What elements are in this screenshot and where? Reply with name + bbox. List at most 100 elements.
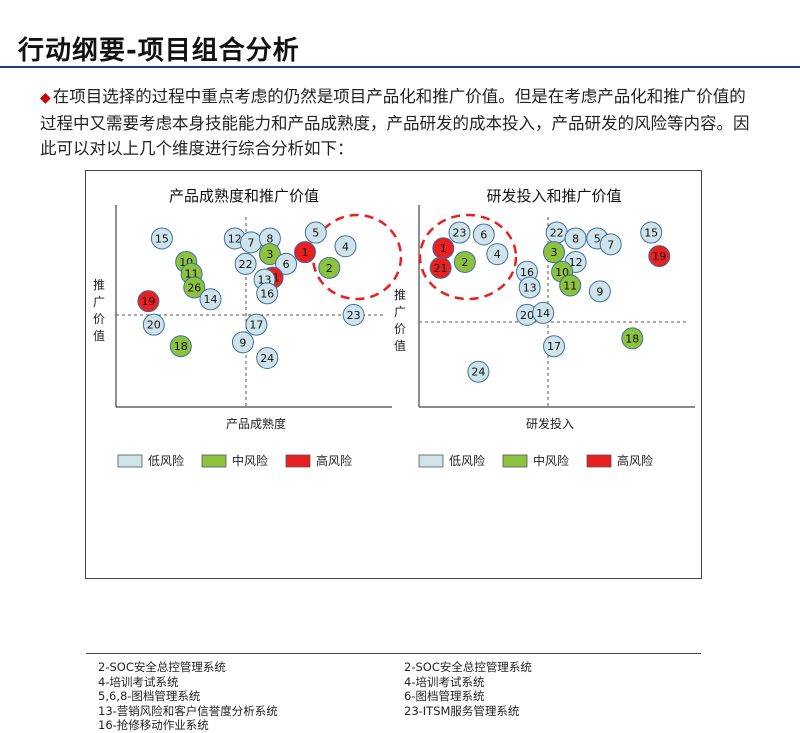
- intro-paragraph: ◆在项目选择的过程中重点考虑的仍然是项目产品化和推广价值。但是在考虑产品化和推广…: [40, 84, 762, 161]
- project-label-0-12: 12: [228, 232, 242, 245]
- project-label-1-24: 24: [471, 366, 485, 379]
- x-axis-label-0: 产品成熟度: [226, 416, 286, 431]
- project-point-1-14: [532, 301, 555, 324]
- project-label-0-9: 9: [239, 336, 246, 349]
- project-label-1-18: 18: [625, 332, 639, 345]
- project-point-0-18: [169, 335, 192, 358]
- diamond-bullet-icon: ◆: [40, 90, 51, 106]
- intro-text: 在项目选择的过程中重点考虑的仍然是项目产品化和推广价值。但是在考虑产品化和推广价…: [40, 87, 750, 158]
- project-point-1-23: [448, 221, 471, 244]
- project-label-0-5: 5: [312, 227, 319, 240]
- project-label-0-24: 24: [260, 352, 274, 365]
- project-label-0-15: 15: [155, 232, 169, 245]
- note-item: 2-SOC安全总控管理系统: [98, 660, 226, 674]
- legend-label-1-mid: 中风险: [533, 453, 569, 468]
- project-point-0-3: [258, 243, 281, 266]
- project-label-1-3: 3: [551, 246, 558, 259]
- legend-swatch-0-low: [117, 454, 143, 468]
- project-label-0-22: 22: [239, 258, 253, 271]
- project-label-1-6: 6: [480, 229, 487, 242]
- project-label-1-23: 23: [453, 227, 467, 240]
- project-point-1-6: [472, 223, 495, 246]
- y-axis-label-1: 推广价值: [394, 288, 406, 353]
- legend-label-0-high: 高风险: [316, 453, 352, 468]
- panel-title-0: 产品成熟度和推广价值: [169, 187, 319, 205]
- legend-label-1-low: 低风险: [449, 453, 485, 468]
- project-label-1-7: 7: [607, 238, 614, 251]
- project-label-1-16: 16: [520, 266, 534, 279]
- project-point-1-21: [429, 256, 452, 279]
- legend-swatch-1-high: [586, 454, 612, 468]
- panel-title-1: 研发投入和推广价值: [486, 187, 621, 205]
- project-label-1-15: 15: [644, 227, 658, 240]
- title-rule: [0, 66, 800, 68]
- project-point-1-8: [564, 227, 587, 250]
- note-item: 5,6,8-图档管理系统: [98, 689, 201, 703]
- project-label-1-1: 1: [440, 242, 447, 255]
- project-label-0-16: 16: [260, 287, 274, 300]
- legend-swatch-1-mid: [502, 454, 528, 468]
- project-point-0-9: [231, 331, 254, 354]
- project-label-1-22: 22: [550, 227, 564, 240]
- project-point-0-6: [275, 252, 298, 275]
- note-item: 4-培训考试系统: [98, 674, 179, 689]
- project-label-1-8: 8: [572, 232, 579, 245]
- y-axis-label-0: 推广价值: [93, 278, 105, 343]
- project-point-1-18: [621, 327, 644, 350]
- project-label-0-1: 1: [302, 246, 309, 259]
- project-label-1-13: 13: [523, 281, 537, 294]
- project-label-1-2: 2: [461, 256, 468, 269]
- project-point-1-9: [588, 280, 611, 303]
- project-label-0-19: 19: [141, 295, 155, 308]
- project-label-0-14: 14: [204, 293, 218, 306]
- project-point-0-16: [256, 282, 279, 305]
- project-point-0-1: [294, 241, 316, 264]
- highlight-circle-0: [311, 213, 403, 301]
- project-point-1-11: [559, 274, 582, 297]
- project-label-1-5: 5: [594, 232, 601, 245]
- project-label-0-6: 6: [283, 258, 290, 271]
- project-point-0-17: [245, 313, 268, 336]
- project-point-0-5: [304, 221, 327, 244]
- project-point-0-24: [256, 347, 279, 369]
- page-title: 行动纲要-项目组合分析: [18, 36, 300, 66]
- project-label-1-21: 21: [434, 262, 448, 275]
- project-label-1-20: 20: [520, 309, 534, 322]
- project-label-0-26: 26: [187, 281, 201, 294]
- legend-swatch-0-mid: [201, 454, 227, 468]
- project-point-1-24: [467, 360, 490, 383]
- project-label-1-4: 4: [494, 248, 501, 261]
- legend-label-1-high: 高风险: [617, 453, 653, 468]
- project-point-0-4: [334, 235, 357, 258]
- note-item: 23-ITSM服务管理系统: [404, 703, 520, 718]
- project-point-0-14: [199, 288, 222, 311]
- note-item: 4-培训考试系统: [404, 674, 485, 689]
- legend-label-0-mid: 中风险: [232, 453, 268, 468]
- note-item: 6-图档管理系统: [404, 689, 485, 703]
- project-point-1-15: [640, 221, 663, 244]
- project-label-1-11: 11: [563, 279, 577, 292]
- project-point-1-17: [543, 335, 565, 358]
- project-point-1-19: [648, 245, 671, 268]
- project-point-0-26: [183, 276, 206, 299]
- highlight-circle-1: [418, 213, 518, 301]
- project-point-0-15: [150, 227, 173, 250]
- x-axis-label-1: 研发投入: [526, 416, 574, 431]
- project-label-0-18: 18: [174, 340, 188, 353]
- legend-swatch-1-low: [418, 454, 444, 468]
- project-label-1-12: 12: [569, 256, 583, 269]
- project-point-1-4: [486, 243, 509, 266]
- legend-swatch-0-high: [285, 454, 311, 468]
- project-point-0-22: [234, 252, 257, 275]
- project-point-0-2: [318, 256, 341, 279]
- note-item: 13-营销风险和客户信誉度分析系统: [98, 703, 278, 718]
- project-point-1-3: [543, 241, 565, 264]
- project-label-0-17: 17: [249, 319, 263, 332]
- note-item: 2-SOC安全总控管理系统: [404, 660, 532, 674]
